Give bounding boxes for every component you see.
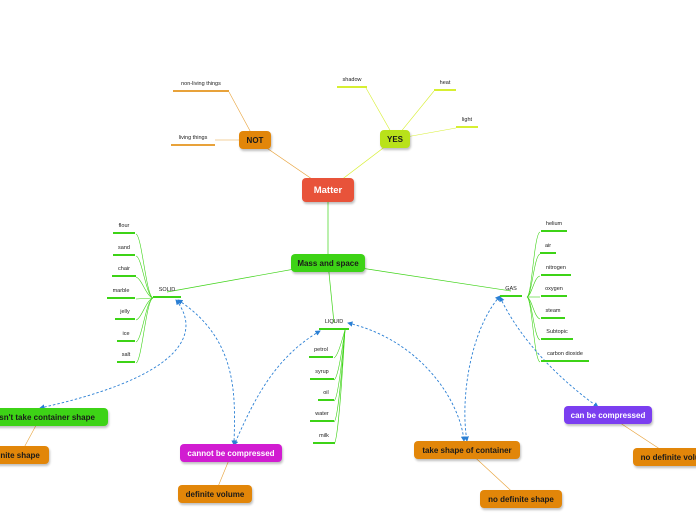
leaf-shadow[interactable]: shadow bbox=[337, 77, 367, 88]
leaf-heat[interactable]: heat bbox=[434, 80, 456, 91]
no-definite-shape-node[interactable]: no definite shape bbox=[480, 490, 562, 508]
mass-and-space-node[interactable]: Mass and space bbox=[291, 254, 365, 272]
leaf-water[interactable]: water bbox=[310, 411, 334, 422]
leaf-non-living-things[interactable]: non-living things bbox=[173, 81, 229, 92]
leaf-salt[interactable]: salt bbox=[117, 352, 135, 363]
leaf-ice[interactable]: ice bbox=[117, 331, 135, 342]
leaf-steam[interactable]: steam bbox=[541, 308, 565, 319]
leaf-helium[interactable]: helium bbox=[541, 221, 567, 232]
leaf-marble[interactable]: marble bbox=[107, 288, 135, 299]
yes-node[interactable]: YES bbox=[380, 130, 410, 148]
leaf-oxygen[interactable]: oxygen bbox=[541, 286, 567, 297]
leaf-sand[interactable]: sand bbox=[113, 245, 135, 256]
leaf-syrup[interactable]: syrup bbox=[310, 369, 334, 380]
leaf-flour[interactable]: flour bbox=[113, 223, 135, 234]
gas-node[interactable]: GAS bbox=[500, 286, 522, 297]
leaf-milk[interactable]: milk bbox=[313, 433, 335, 444]
no-definite-volume-node[interactable]: no definite volume bbox=[633, 448, 696, 466]
matter-root-node[interactable]: Matter bbox=[302, 178, 354, 202]
doesnt-take-container-shape-node[interactable]: doesn't take container shape bbox=[0, 408, 108, 426]
definite-shape-node[interactable]: definite shape bbox=[0, 446, 49, 464]
leaf-light[interactable]: light bbox=[456, 117, 478, 128]
leaf-nitrogen[interactable]: nitrogen bbox=[541, 265, 571, 276]
leaf-petrol[interactable]: petrol bbox=[309, 347, 333, 358]
leaf-air[interactable]: air bbox=[540, 243, 556, 254]
leaf-living-things[interactable]: living things bbox=[171, 135, 215, 146]
cannot-be-compressed-node[interactable]: cannot be compressed bbox=[180, 444, 282, 462]
leaf-jelly[interactable]: jelly bbox=[115, 309, 135, 320]
liquid-node[interactable]: LIQUID bbox=[319, 319, 349, 330]
solid-node[interactable]: SOLID bbox=[153, 287, 181, 298]
definite-volume-node[interactable]: definite volume bbox=[178, 485, 252, 503]
leaf-subtopic[interactable]: Subtopic bbox=[541, 329, 573, 340]
leaf-chair[interactable]: chair bbox=[112, 266, 136, 277]
take-shape-of-container-node[interactable]: take shape of container bbox=[414, 441, 520, 459]
leaf-carbon-dioxide[interactable]: carbon dioxide bbox=[541, 351, 589, 362]
leaf-oil[interactable]: oil bbox=[318, 390, 334, 401]
not-node[interactable]: NOT bbox=[239, 131, 271, 149]
can-be-compressed-node[interactable]: can be compressed bbox=[564, 406, 652, 424]
